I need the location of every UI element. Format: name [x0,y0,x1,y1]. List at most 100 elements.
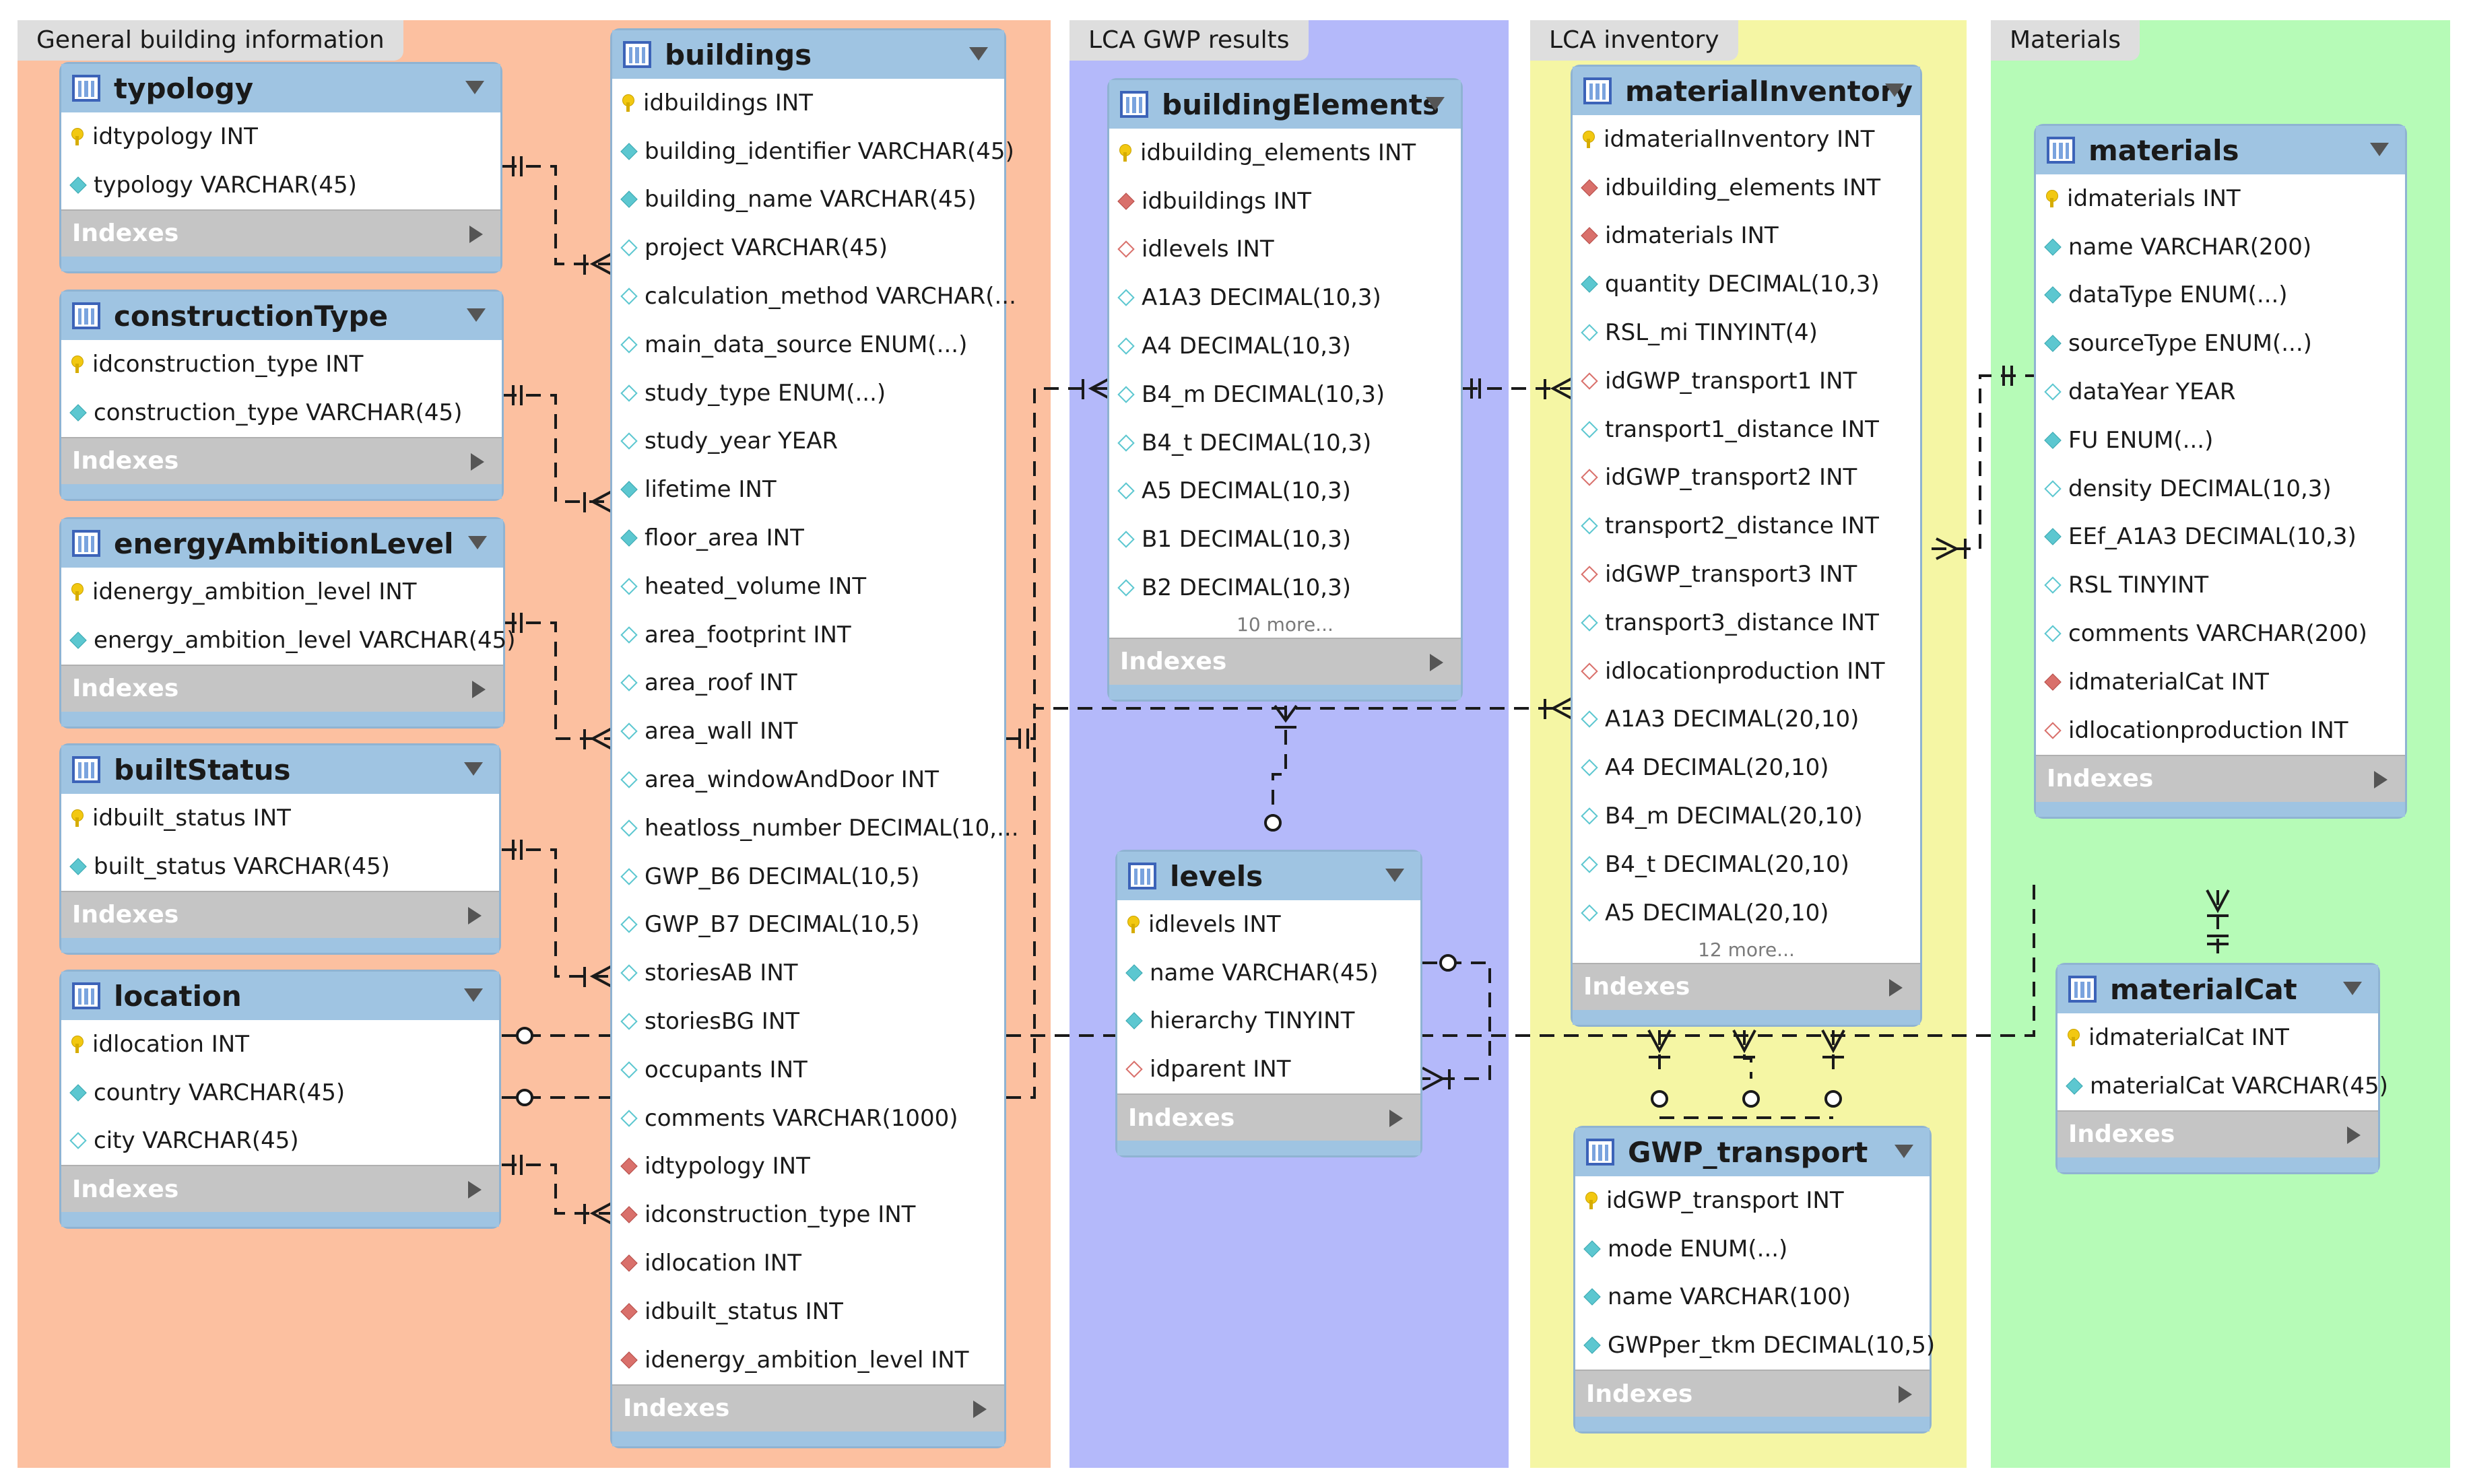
table-header[interactable]: materials [2036,126,2405,174]
table-header[interactable]: energyAmbitionLevel [61,519,503,568]
chevron-right-icon[interactable] [471,452,484,471]
column-row[interactable]: dataType ENUM(...) [2036,271,2405,320]
column-row[interactable]: idGWP_transport2 INT [1573,454,1920,502]
chevron-right-icon[interactable] [1430,653,1443,671]
chevron-right-icon[interactable] [468,1181,482,1199]
column-row[interactable]: idconstruction_type INT [61,340,502,389]
column-row[interactable]: idlocationproduction INT [2036,706,2405,755]
column-row[interactable]: mode ENUM(...) [1575,1225,1930,1273]
indexes-section[interactable]: Indexes [1109,637,1461,685]
column-row[interactable]: idbuilt_status INT [612,1287,1004,1336]
column-row[interactable]: heatloss_number DECIMAL(10,... [612,804,1019,852]
column-row[interactable]: A4 DECIMAL(10,3) [1109,322,1461,370]
column-row[interactable]: transport1_distance INT [1573,405,1920,454]
column-row[interactable]: A5 DECIMAL(10,3) [1109,467,1461,516]
column-row[interactable]: idmaterialCat INT [2036,658,2405,706]
column-row[interactable]: idmaterialInventory INT [1573,115,1920,164]
indexes-section[interactable]: Indexes [61,436,502,484]
column-row[interactable]: study_year YEAR [612,417,1004,466]
chevron-right-icon[interactable] [469,225,483,243]
column-row[interactable]: B2 DECIMAL(10,3) [1109,564,1461,612]
indexes-section[interactable]: Indexes [2036,754,2405,802]
column-row[interactable]: RSL TINYINT [2036,561,2405,609]
column-row[interactable]: building_identifier VARCHAR(45) [612,127,1014,176]
chevron-down-icon[interactable] [2343,982,2362,995]
chevron-right-icon[interactable] [2374,770,2388,788]
column-row[interactable]: EEf_A1A3 DECIMAL(10,3) [2036,513,2405,562]
indexes-section[interactable]: Indexes [1117,1093,1420,1141]
column-row[interactable]: FU ENUM(...) [2036,416,2405,465]
table-header[interactable]: buildings [612,30,1004,79]
column-row[interactable]: floor_area INT [612,514,1004,562]
column-row[interactable]: occupants INT [612,1046,1004,1094]
column-row[interactable]: country VARCHAR(45) [61,1069,499,1117]
column-row[interactable]: idbuildings INT [612,79,1004,127]
column-row[interactable]: idbuildings INT [1109,177,1461,226]
column-row[interactable]: comments VARCHAR(1000) [612,1094,1004,1143]
column-row[interactable]: quantity DECIMAL(10,3) [1573,260,1920,308]
column-row[interactable]: area_wall INT [612,707,1004,755]
column-row[interactable]: idbuilt_status INT [61,794,499,842]
column-row[interactable]: B4_t DECIMAL(20,10) [1573,840,1920,889]
column-row[interactable]: idtypology INT [612,1143,1004,1191]
column-row[interactable]: idparent INT [1117,1045,1420,1093]
indexes-section[interactable]: Indexes [61,890,499,938]
column-row[interactable]: sourceType ENUM(...) [2036,319,2405,368]
column-row[interactable]: idGWP_transport1 INT [1573,357,1920,405]
column-row[interactable]: idenergy_ambition_level INT [61,568,503,616]
column-row[interactable]: energy_ambition_level VARCHAR(45) [61,616,516,665]
column-row[interactable]: idlevels INT [1109,226,1461,274]
table-header[interactable]: constructionType [61,292,502,340]
table-header[interactable]: materialCat [2058,965,2378,1013]
column-row[interactable]: density DECIMAL(10,3) [2036,465,2405,513]
column-row[interactable]: idGWP_transport3 INT [1573,550,1920,599]
column-row[interactable]: city VARCHAR(45) [61,1117,499,1166]
chevron-right-icon[interactable] [1889,978,1903,997]
column-row[interactable]: idmaterials INT [2036,174,2405,223]
column-row[interactable]: building_name VARCHAR(45) [612,176,1004,224]
chevron-right-icon[interactable] [2347,1126,2361,1144]
chevron-down-icon[interactable] [1426,97,1445,110]
column-row[interactable]: idmaterials INT [1573,212,1920,261]
column-row[interactable]: GWP_B7 DECIMAL(10,5) [612,901,1004,949]
chevron-down-icon[interactable] [467,308,486,322]
column-row[interactable]: idGWP_transport INT [1575,1176,1930,1225]
chevron-down-icon[interactable] [1885,83,1904,97]
column-row[interactable]: storiesBG INT [612,997,1004,1046]
column-row[interactable]: A1A3 DECIMAL(10,3) [1109,273,1461,322]
column-row[interactable]: B4_m DECIMAL(10,3) [1109,370,1461,419]
column-row[interactable]: idlevels INT [1117,900,1420,949]
column-row[interactable]: A5 DECIMAL(20,10) [1573,889,1920,937]
column-row[interactable]: name VARCHAR(200) [2036,223,2405,271]
indexes-section[interactable]: Indexes [1575,1370,1930,1417]
column-row[interactable]: B4_t DECIMAL(10,3) [1109,419,1461,467]
chevron-down-icon[interactable] [969,47,988,61]
column-row[interactable]: built_status VARCHAR(45) [61,842,499,891]
column-row[interactable]: construction_type VARCHAR(45) [61,389,502,437]
column-row[interactable]: idlocationproduction INT [1573,647,1920,696]
indexes-section[interactable]: Indexes [1573,962,1920,1010]
column-row[interactable]: area_footprint INT [612,611,1004,659]
table-header[interactable]: levels [1117,852,1420,900]
column-row[interactable]: idbuilding_elements INT [1573,164,1920,212]
column-row[interactable]: lifetime INT [612,465,1004,514]
chevron-down-icon[interactable] [464,762,483,776]
indexes-section[interactable]: Indexes [61,1165,499,1213]
table-header[interactable]: GWP_transport [1575,1128,1930,1176]
column-row[interactable]: study_type ENUM(...) [612,369,1004,417]
column-row[interactable]: area_roof INT [612,659,1004,708]
chevron-right-icon[interactable] [973,1400,987,1418]
table-header[interactable]: location [61,972,499,1020]
column-row[interactable]: transport2_distance INT [1573,502,1920,550]
column-row[interactable]: comments VARCHAR(200) [2036,609,2405,658]
column-row[interactable]: project VARCHAR(45) [612,224,1004,272]
indexes-section[interactable]: Indexes [61,209,500,257]
chevron-down-icon[interactable] [1385,869,1404,882]
column-row[interactable]: idmaterialCat INT [2058,1013,2378,1062]
